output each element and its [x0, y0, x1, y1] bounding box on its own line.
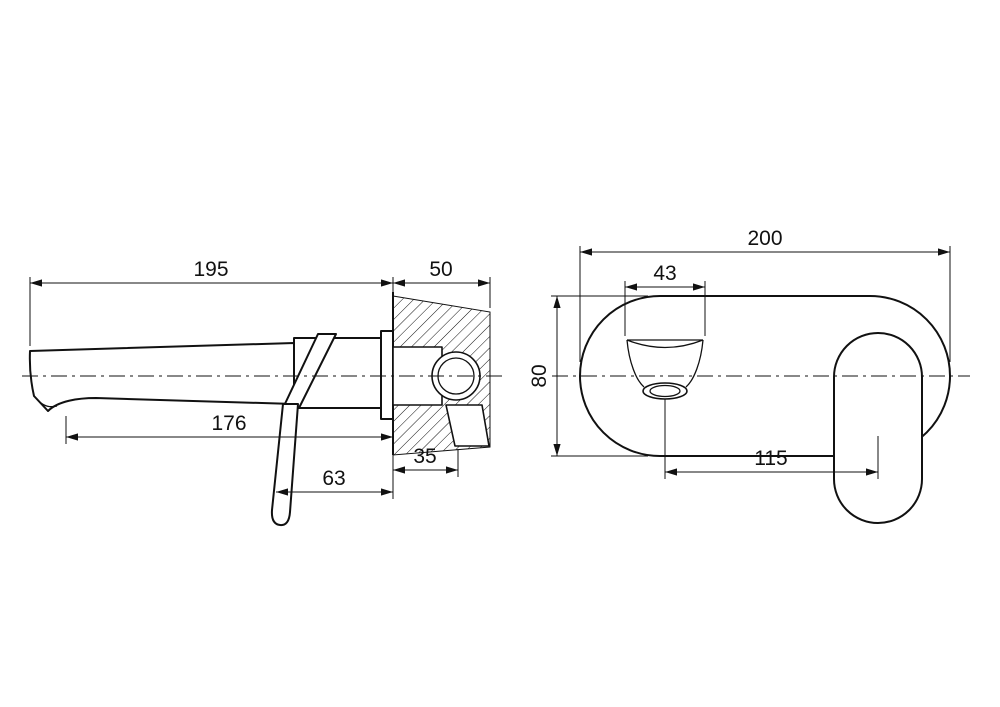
- dim-spout-to-handle: 115: [664, 399, 879, 479]
- dim-label-195: 195: [193, 258, 228, 281]
- spout-side-outline: [28, 342, 295, 412]
- side-view: 195 50 176 35: [22, 258, 505, 527]
- dim-label-43: 43: [653, 262, 676, 285]
- dim-plate-width: 200: [579, 227, 951, 362]
- dim-handle-to-wall: 63: [276, 467, 394, 499]
- aerator-inner: [649, 384, 681, 398]
- dim-label-50: 50: [429, 258, 452, 281]
- dim-label-176: 176: [211, 412, 246, 435]
- wall-plate-side: [380, 330, 394, 420]
- dim-inlet-offset: 35: [392, 445, 459, 477]
- handle-lever-top-side: [282, 333, 337, 409]
- handle-lever-blade-side: [270, 403, 299, 527]
- dim-label-200: 200: [747, 227, 782, 250]
- handle-front: [833, 332, 923, 524]
- front-view: 200 43 80 115: [528, 227, 970, 524]
- dim-label-35: 35: [413, 445, 436, 468]
- dim-label-115: 115: [754, 447, 787, 470]
- dim-label-80: 80: [528, 364, 551, 387]
- spout-front: [626, 339, 704, 400]
- dim-wall-depth: 50: [393, 258, 491, 308]
- dim-spout-width: 43: [624, 262, 706, 336]
- dim-outlet-to-wall: 176: [65, 412, 393, 444]
- valve-inlet-pipe: [445, 404, 490, 447]
- spout-outlet-lip-line: [36, 398, 58, 408]
- dim-spout-reach: 195: [29, 258, 394, 346]
- dim-label-63: 63: [322, 467, 345, 490]
